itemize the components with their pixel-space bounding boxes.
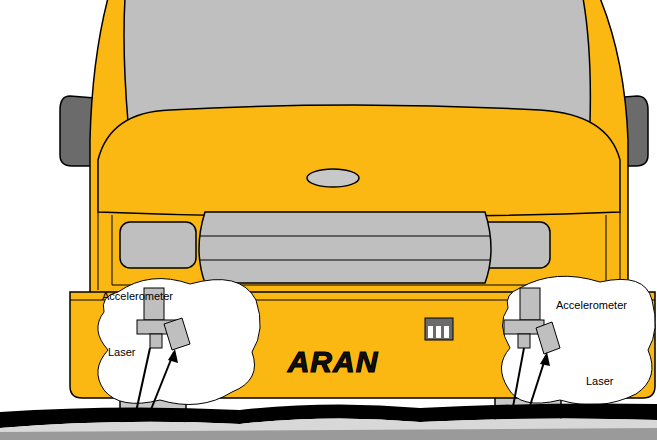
fog-light — [425, 318, 453, 340]
road-edge — [0, 418, 657, 432]
headlight — [120, 222, 196, 268]
grille — [199, 212, 491, 283]
part-label: Laser — [108, 346, 136, 359]
hood — [98, 105, 620, 217]
cab — [90, 0, 628, 300]
part-label: Accelerometer — [102, 290, 173, 303]
grille-bar — [200, 236, 490, 260]
panel-line — [98, 212, 620, 290]
emblem — [307, 169, 359, 187]
part-label: Laser — [586, 375, 614, 388]
part-label: Accelerometer — [556, 299, 627, 312]
callout-cloud — [98, 279, 260, 405]
sensor-assembly — [136, 288, 190, 412]
callout-cloud — [501, 276, 655, 405]
vehicle-logo: ARAN — [288, 346, 379, 378]
sensor-assembly — [504, 288, 560, 412]
